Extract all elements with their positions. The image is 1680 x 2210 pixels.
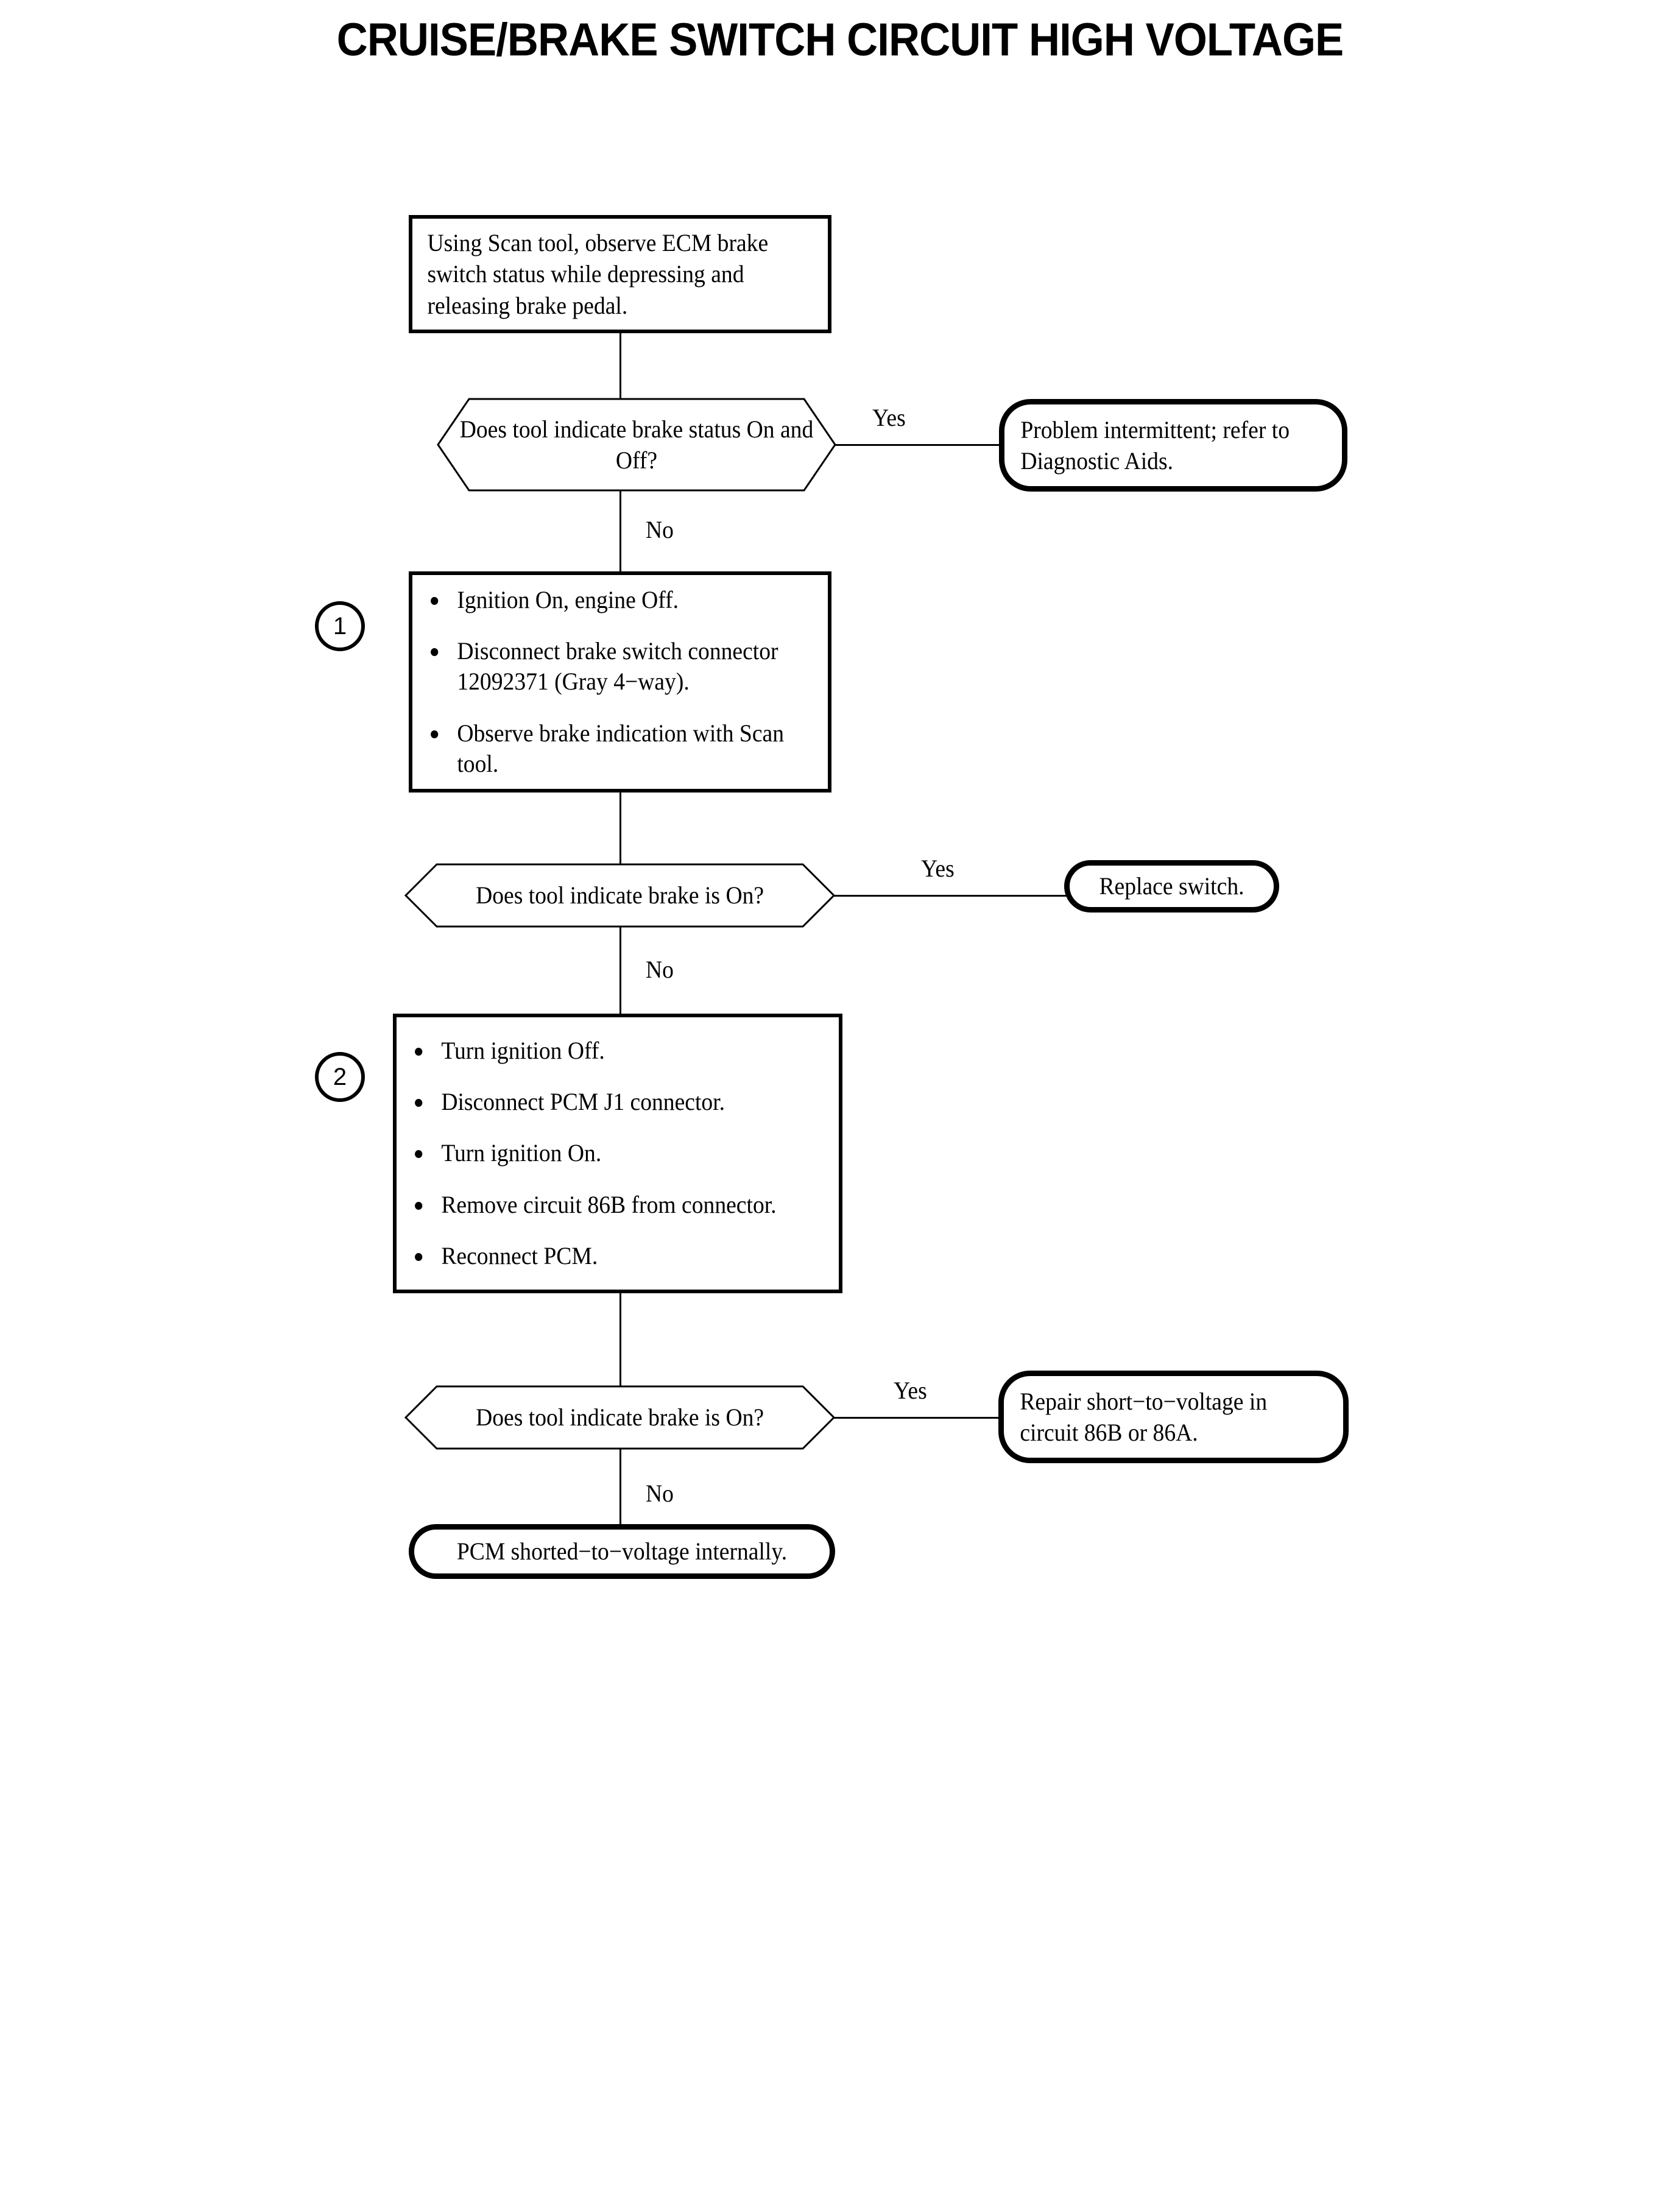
- list-item: Turn ignition Off.: [397, 1036, 812, 1066]
- decision-brake-status-on-off: Does tool indicate brake status On and O…: [437, 398, 836, 492]
- connector-decision3-no: [619, 1449, 621, 1537]
- branch-label-yes-1: Yes: [872, 404, 906, 431]
- step-2-bullet-list: Turn ignition Off. Disconnect PCM J1 con…: [397, 1036, 839, 1272]
- list-item: Observe brake indication with Scan tool.: [412, 718, 803, 780]
- connector-step2-to-decision3: [619, 1293, 621, 1388]
- branch-label-no-1: No: [646, 516, 674, 543]
- list-item: Ignition On, engine Off.: [412, 585, 803, 615]
- step-marker-2: 2: [315, 1052, 365, 1102]
- hexagon-shape: [404, 1385, 836, 1450]
- list-item: Disconnect brake switch connector 120923…: [412, 636, 803, 697]
- list-item: Reconnect PCM.: [397, 1241, 812, 1271]
- process-box-step-2: Turn ignition Off. Disconnect PCM J1 con…: [393, 1014, 842, 1293]
- process-box-step-1: Ignition On, engine Off. Disconnect brak…: [409, 571, 831, 793]
- list-item: Remove circuit 86B from connector.: [397, 1190, 812, 1220]
- hexagon-shape: [437, 398, 836, 492]
- process-box-start: Using Scan tool, observe ECM brake switc…: [409, 215, 831, 333]
- step-1-bullet-list: Ignition On, engine Off. Disconnect brak…: [412, 585, 828, 780]
- connector-decision3-yes: [834, 1417, 1003, 1419]
- step-marker-1: 1: [315, 601, 365, 651]
- decision-brake-on-after-remove-86b: Does tool indicate brake is On?: [404, 1385, 836, 1450]
- branch-label-yes-3: Yes: [894, 1377, 927, 1404]
- page-title: CRUISE/BRAKE SWITCH CIRCUIT HIGH VOLTAGE: [336, 14, 1344, 66]
- terminator-problem-intermittent: Problem intermittent; refer to Diagnosti…: [999, 399, 1347, 492]
- connector-start-to-decision1: [619, 333, 621, 400]
- connector-decision1-no: [619, 491, 621, 571]
- connector-step1-to-decision2: [619, 793, 621, 866]
- process-box-start-text: Using Scan tool, observe ECM brake switc…: [427, 229, 769, 319]
- list-item: Disconnect PCM J1 connector.: [397, 1087, 812, 1117]
- terminator-repair-short-to-voltage-text: Repair short−to−voltage in circuit 86B o…: [1020, 1387, 1268, 1446]
- connector-decision1-yes: [835, 444, 1003, 446]
- decision-text: Does tool indicate brake is On?: [476, 1403, 764, 1432]
- connector-decision2-yes: [834, 895, 1068, 897]
- branch-label-no-2: No: [646, 956, 674, 983]
- decision-brake-on-after-disconnect: Does tool indicate brake is On?: [404, 863, 836, 928]
- branch-label-yes-2: Yes: [921, 855, 955, 882]
- hexagon-shape: [404, 863, 836, 928]
- terminator-repair-short-to-voltage: Repair short−to−voltage in circuit 86B o…: [998, 1371, 1349, 1463]
- branch-label-no-3: No: [646, 1480, 674, 1507]
- decision-label: Does tool indicate brake is On?: [405, 864, 835, 927]
- terminator-pcm-shorted-internally-text: PCM shorted−to−voltage internally.: [456, 1537, 788, 1566]
- terminator-problem-intermittent-text: Problem intermittent; refer to Diagnosti…: [1020, 415, 1290, 475]
- decision-label: Does tool indicate brake status On and O…: [437, 398, 836, 491]
- terminator-pcm-shorted-internally: PCM shorted−to−voltage internally.: [409, 1524, 835, 1579]
- terminator-replace-switch: Replace switch.: [1064, 860, 1279, 913]
- list-item: Turn ignition On.: [397, 1138, 812, 1168]
- connector-decision2-no: [619, 927, 621, 1014]
- decision-text: Does tool indicate brake status On and O…: [459, 415, 814, 474]
- terminator-replace-switch-text: Replace switch.: [1099, 872, 1244, 900]
- decision-label: Does tool indicate brake is On?: [405, 1386, 835, 1449]
- decision-text: Does tool indicate brake is On?: [476, 881, 764, 909]
